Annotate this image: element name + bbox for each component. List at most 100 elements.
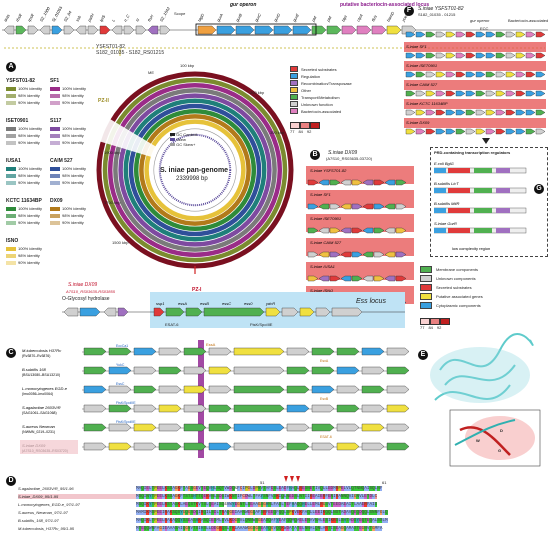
top-gene-ftsH (147, 25, 159, 35)
panelf-gene (535, 109, 546, 116)
identity-swatch (50, 206, 60, 211)
panelb-identity-shade (306, 166, 414, 184)
panelf-gene (515, 128, 526, 135)
panelc-gene (108, 423, 132, 432)
identity-swatch (50, 133, 60, 138)
panelg-domain (434, 188, 446, 193)
panelc-gene (158, 442, 182, 451)
right-legend-label: Secreted substrates (436, 285, 472, 290)
panelc-gene (233, 347, 285, 356)
identity-swatch (50, 166, 60, 171)
ess-gene (203, 307, 265, 317)
function-legend-item: Transport/Metabolism (290, 94, 340, 100)
panelc-gene (336, 442, 360, 451)
panelf-gene (505, 128, 516, 135)
panelg-domain (434, 208, 446, 213)
panelc-species: S.agalactiae 2603V/R (22, 405, 61, 410)
panelf-gur: gur operon (470, 18, 490, 23)
panelg-domain (448, 168, 470, 173)
panelc-secreted-label: EsxA (320, 359, 329, 363)
alignment-sequence: MTEQQWNFAGIEAAASAIQGNVTSIHSLLDEGKQSLTKLA… (136, 526, 383, 531)
center-legend-skew: Skew (176, 137, 186, 142)
panelc-highlight-label: EssA (206, 342, 216, 347)
panelb-gene (362, 275, 374, 282)
panelf-gene (465, 90, 476, 97)
panelc-gene (386, 385, 410, 394)
panelf-gene (465, 31, 476, 38)
panelc-gene (208, 442, 232, 451)
panelf-gene (435, 109, 446, 116)
panelf-gene (535, 128, 546, 135)
panelf-gene (405, 52, 416, 59)
top-gene-blpI (341, 25, 357, 35)
pz2-region-label: YSFST01-82 S182_01035 - S182_RS01215 (96, 44, 165, 56)
scope-label: Scope (174, 11, 186, 16)
panelc-gene (133, 442, 157, 451)
panelb-identity-shade (306, 190, 414, 208)
panelc-gene (158, 366, 182, 375)
panelc-gene (183, 366, 207, 375)
panelc-gene (386, 347, 410, 356)
panelb-row-label: S.iniae SF1 (310, 192, 331, 197)
alignment-sequence-text: MAQIKLTPEELRAKAQQYSSEASHKASQIESMLSVLKDGS… (136, 518, 388, 523)
ess-gene-label: ydcR (265, 301, 275, 306)
residue-g: G (498, 448, 502, 453)
panelc-range: (Rv3870–Rv3876) (22, 354, 50, 358)
ess-gene (185, 307, 203, 317)
top-gene-label: gurB (235, 12, 244, 22)
dashed-connector (4, 47, 545, 56)
identity-scale: 77 84 92 (290, 122, 320, 134)
top-gene-ssb (75, 25, 87, 35)
right-legend-swatch (420, 302, 432, 309)
panelc-gene (233, 442, 285, 451)
top-gene-pld (311, 25, 327, 35)
panelf-gene (445, 71, 456, 78)
identity-label: 90% identity (62, 100, 84, 105)
right-legend-swatch (420, 293, 432, 300)
strain-ring (118, 93, 272, 247)
panelf-gene (425, 31, 436, 38)
panelf-gene (505, 109, 516, 116)
identity-label: 90% identity (62, 180, 84, 185)
top-gene-label: lptS (98, 14, 106, 23)
identity-swatch (6, 260, 16, 265)
panelf-gene (425, 71, 436, 78)
panelb-gene (384, 179, 396, 186)
panelc-gene (286, 423, 310, 432)
function-label: Unknown function (301, 101, 333, 107)
function-legend-item: Secreted substrates (290, 66, 337, 72)
identity-swatch (6, 213, 16, 218)
identity-swatch (50, 93, 60, 98)
panelc-gene (158, 347, 182, 356)
tick-1900kbp: 1900 kbp (104, 150, 121, 155)
center-legend: GC Content Skew GC Skew+ (170, 132, 197, 147)
alignment-sequence: MAQIKLTPEELRAKAQQYSSEASHKASQIESMLSVLKDGS… (136, 518, 388, 523)
panelc-gene (208, 366, 232, 375)
panelc-species: L.monocytogenes EGD-e (22, 386, 68, 391)
top-gene-rbsR (15, 25, 27, 35)
panelc-gene (286, 442, 310, 451)
alignment-sequence-text: MAQIELTPEELKSSAGKFTAGSGEVTEQVHLSQTVWDQ&F… (136, 486, 383, 491)
identity-label: 90% identity (18, 140, 40, 145)
panelg-row-label: B.subtilis MtlR (434, 201, 459, 206)
panelc-gene (108, 347, 132, 356)
panelf-gene (435, 90, 446, 97)
panelf-gene (535, 31, 546, 38)
alignment-label: S.agalactiae_2603V/R_95/1-96 (18, 486, 74, 491)
top-gene-label: pld (310, 15, 318, 24)
ess-dx09-label: S.iniae DX09 (68, 282, 98, 288)
panelf-gene (485, 71, 496, 78)
panelf-gene (475, 52, 486, 59)
panelb-gene (329, 203, 341, 210)
identity-label: 90% identity (18, 260, 40, 265)
panelf-gene (485, 109, 496, 116)
panelf-identity-shade (404, 99, 546, 109)
panelf-gene (475, 31, 486, 38)
panelc-gene (208, 404, 232, 413)
alignment-sequence: MAQIELTPEELKSSAGKFTAGSGEVTEQVHLSQTVWDQ&F… (136, 486, 383, 491)
identity-swatch (6, 166, 16, 171)
identity-swatch (6, 93, 16, 98)
